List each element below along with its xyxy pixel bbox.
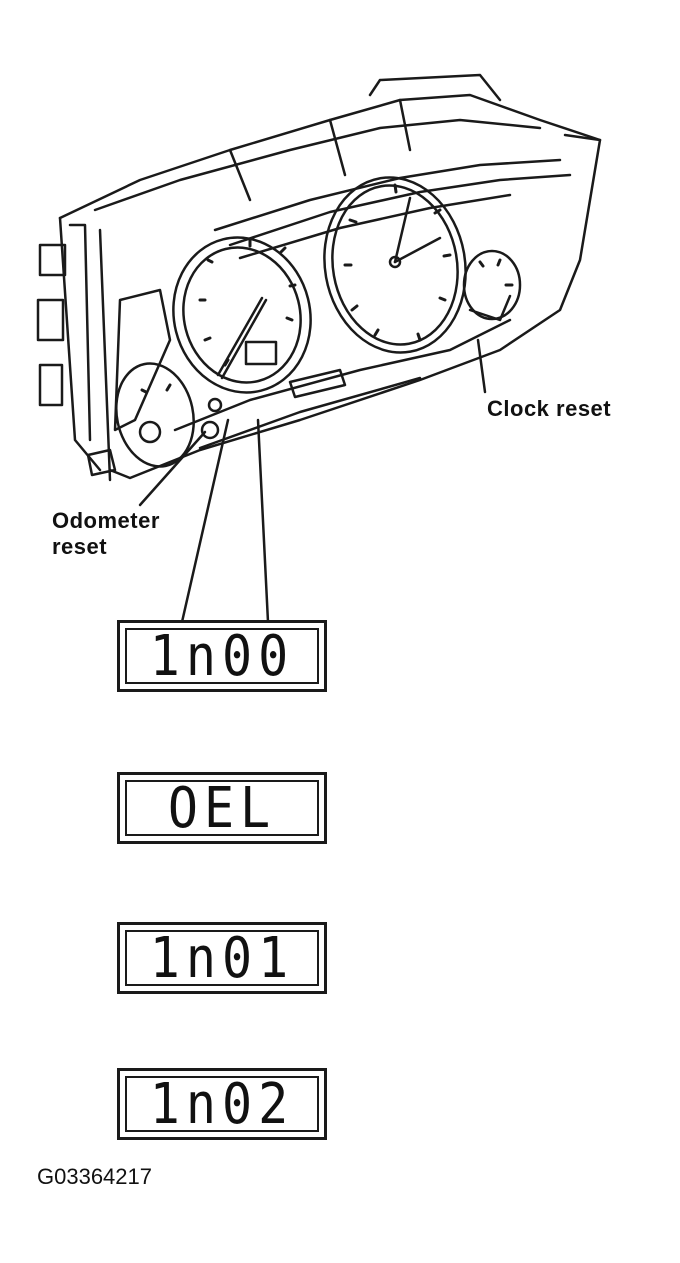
- odometer-display-1: 1n00: [117, 620, 327, 692]
- display-leader-left: [180, 418, 230, 624]
- speedometer-gauge: [172, 236, 312, 394]
- odometer-display-text: 1n00: [149, 623, 295, 689]
- odometer-display-4: 1n02: [117, 1068, 327, 1140]
- large-gauge: [323, 176, 467, 354]
- figure-code: G03364217: [37, 1164, 152, 1189]
- clock-gauge: [462, 249, 522, 321]
- odometer-reset-label: Odometer reset: [52, 508, 160, 559]
- odometer-window: [288, 368, 347, 399]
- clock-reset-leader: [476, 338, 487, 394]
- odometer-display-2: OEL: [117, 772, 327, 844]
- odometer-display-text: 1n02: [149, 1071, 295, 1137]
- odometer-display-text: 1n01: [149, 925, 295, 991]
- cluster-front-bezel: [108, 133, 602, 480]
- odometer-display-3: 1n01: [117, 922, 327, 994]
- odometer-reset-leader: [138, 430, 207, 507]
- odometer-display-text: OEL: [167, 775, 277, 841]
- cluster-left-housing: [58, 216, 102, 472]
- fuel-gauge: [115, 362, 195, 468]
- display-leader-right: [256, 418, 270, 624]
- cluster-top-housing: [58, 93, 602, 220]
- clock-reset-label: Clock reset: [487, 396, 612, 421]
- large-gauge-needle: [393, 196, 412, 264]
- odometer-reset-knob: [86, 448, 117, 477]
